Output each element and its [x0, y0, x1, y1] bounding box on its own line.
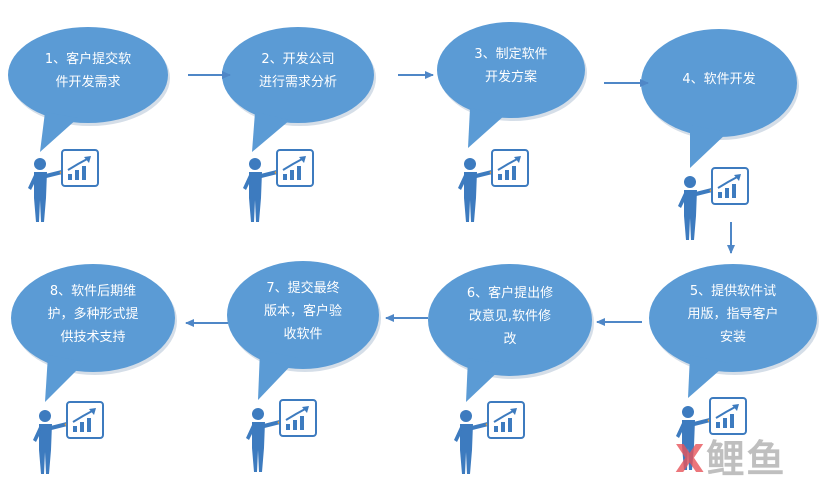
- step-text-3: 3、制定软件开发方案: [452, 43, 570, 89]
- watermark-part1: X: [675, 437, 707, 481]
- presenter-icon-8: [33, 401, 104, 474]
- bubble-tail-5: [688, 355, 728, 398]
- presenter-icon-3: [458, 149, 529, 222]
- step-text-4: 4、软件开发: [656, 68, 782, 91]
- step-3-line-2: 开发方案: [484, 70, 537, 85]
- step-8-line-2: 护，多种形式提: [47, 306, 139, 322]
- step-text-8: 8、软件后期维护，多种形式提供技术支持: [26, 280, 160, 349]
- presenter-icon-4: [678, 167, 749, 240]
- step-7-line-3: 收软件: [283, 326, 323, 342]
- step-7-line-1: 7、提交最终: [266, 280, 340, 296]
- step-text-2: 2、开发公司进行需求分析: [237, 48, 359, 94]
- step-4-line-1: 4、软件开发: [682, 71, 756, 87]
- presenter-icon-6: [454, 401, 525, 474]
- bubble-tail-8: [45, 355, 85, 402]
- bubble-tail-6: [466, 358, 505, 402]
- step-text-7: 7、提交最终版本，客户验收软件: [242, 277, 364, 346]
- presenter-icon-5: [676, 397, 747, 470]
- step-5-line-1: 5、提供软件试: [689, 283, 777, 299]
- step-6-line-3: 改: [503, 331, 517, 347]
- step-2-line-2: 进行需求分析: [258, 75, 337, 90]
- step-5-line-3: 安装: [719, 329, 746, 345]
- step-text-6: 6、客户提出修改意见,软件修改: [443, 282, 577, 351]
- step-7-line-2: 版本，客户验: [263, 303, 342, 319]
- presenter-icon-7: [246, 399, 317, 472]
- step-text-5: 5、提供软件试用版，指导客户安装: [664, 280, 802, 349]
- step-bubble-3: [437, 22, 585, 118]
- step-8-line-3: 供技术支持: [60, 329, 126, 345]
- step-3-line-1: 3、制定软件: [474, 47, 548, 62]
- step-bubble-2: [222, 27, 374, 123]
- presenter-icon-2: [243, 149, 314, 222]
- step-bubble-5: [649, 264, 817, 372]
- step-1-line-2: 件开发需求: [55, 75, 121, 90]
- step-6-line-1: 6、客户提出修: [466, 285, 554, 301]
- step-bubble-1: [8, 27, 168, 123]
- step-bubble-8: [11, 264, 175, 372]
- step-1-line-1: 1、客户提交软: [44, 52, 132, 67]
- presenter-icon-1: [28, 149, 99, 222]
- bubble-tail-7: [258, 350, 298, 400]
- step-5-line-2: 用版，指导客户: [687, 306, 779, 322]
- step-6-line-2: 改意见,软件修: [468, 308, 552, 324]
- step-bubble-7: [227, 261, 379, 369]
- bubble-tail-1: [40, 112, 78, 152]
- bubble-tail-4: [690, 125, 728, 168]
- step-8-line-1: 8、软件后期维: [49, 283, 137, 299]
- step-2-line-1: 2、开发公司: [261, 52, 335, 67]
- step-text-1: 1、客户提交软件开发需求: [23, 48, 153, 94]
- watermark-logo: X鲤鱼: [675, 428, 786, 483]
- step-bubble-4: [641, 29, 797, 137]
- step-bubble-6: [428, 264, 592, 376]
- bubble-tail-2: [252, 112, 290, 152]
- watermark-part2: 鲤鱼: [706, 437, 787, 481]
- bubble-tail-3: [468, 108, 505, 148]
